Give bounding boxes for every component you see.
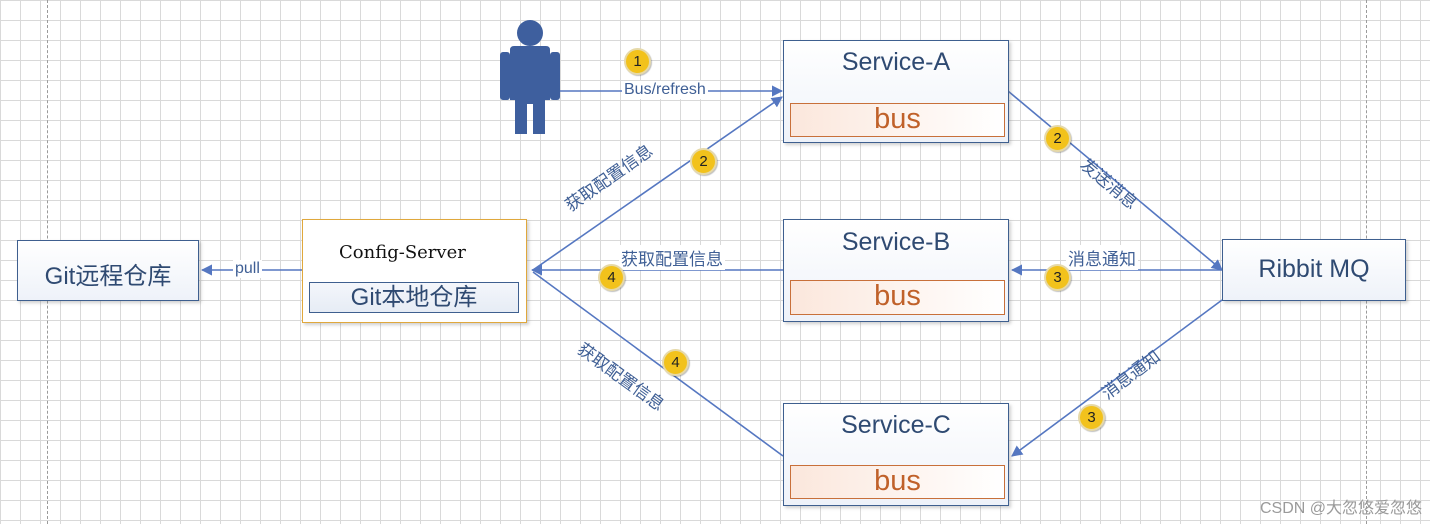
step-2-badge-send: 2 [1044, 125, 1071, 152]
watermark: CSDN @大忽悠爱忽悠 [1259, 500, 1422, 517]
service-b-node: Service-B bus [783, 219, 1009, 322]
pull-label: pull [233, 260, 262, 278]
git-remote-repo-node: Git远程仓库 [17, 240, 199, 301]
edge-a-send-message [1007, 90, 1223, 271]
config-server-label: Config-Server [339, 242, 466, 263]
fetch-config-b-label: 获取配置信息 [619, 245, 725, 270]
service-c-node: Service-C bus [783, 403, 1009, 506]
rabbit-mq-label: Ribbit MQ [1258, 255, 1370, 283]
config-server-node: Config-Server Git本地仓库 [302, 219, 527, 323]
service-c-bus: bus [790, 465, 1005, 499]
service-a-bus: bus [790, 103, 1005, 137]
step-1-badge: 1 [624, 48, 651, 75]
edge-mq-notify-c [1011, 299, 1223, 457]
step-3-badge-b: 3 [1044, 264, 1071, 291]
service-c-label: Service-C [841, 411, 951, 439]
notify-b-label: 消息通知 [1066, 245, 1138, 270]
user-icon [500, 20, 560, 134]
step-4-badge-b: 4 [598, 264, 625, 291]
git-local-repo-label: Git本地仓库 [309, 282, 519, 313]
rabbit-mq-node: Ribbit MQ [1222, 239, 1406, 301]
service-b-bus: bus [790, 280, 1005, 315]
step-3-badge-c: 3 [1078, 404, 1105, 431]
service-a-label: Service-A [841, 48, 951, 76]
step-2-badge-config: 2 [690, 148, 717, 175]
bus-refresh-label: Bus/refresh [622, 81, 708, 99]
edge-c-fetch-config [532, 271, 784, 457]
service-a-node: Service-A bus [783, 40, 1009, 143]
git-remote-repo-label: Git远程仓库 [44, 263, 172, 290]
edge-a-fetch-config [532, 96, 783, 271]
service-b-label: Service-B [841, 228, 951, 256]
step-4-badge-c: 4 [662, 349, 689, 376]
